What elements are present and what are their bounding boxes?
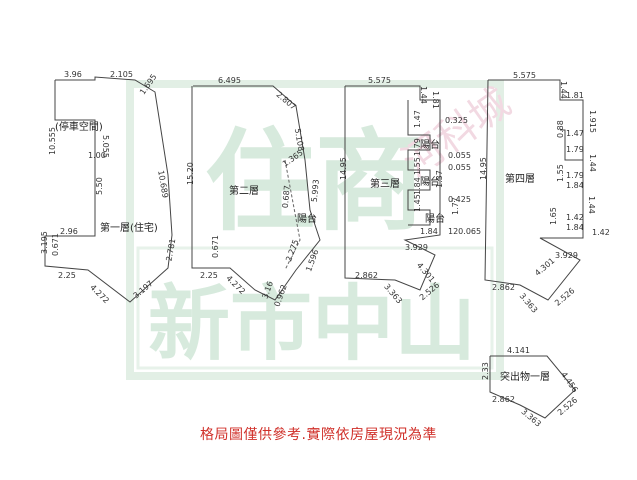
f1-dim: 3.96 <box>64 70 82 79</box>
f3-dim: 1.44 <box>419 86 428 104</box>
f3-dim: 0.055 <box>448 151 471 160</box>
roof-dim: 2.526 <box>556 395 579 417</box>
f2-dim: 0.687 <box>281 185 292 209</box>
f2-dim: 6.495 <box>218 76 241 85</box>
roof-dim: 2.33 <box>481 362 490 380</box>
f4-dim: 0.88 <box>556 120 565 138</box>
floor-2-balcony-line <box>284 159 301 271</box>
f3-dim: 0.425 <box>448 195 471 204</box>
f3-dim: 5.575 <box>368 76 391 85</box>
f4-dim: 5.575 <box>513 71 536 80</box>
f4-dim: 4.301 <box>533 256 556 278</box>
f3-dim: 120.065 <box>448 227 481 236</box>
floor-3-balcony: 陽台 <box>425 212 445 225</box>
f4-dim: 2.862 <box>492 283 515 292</box>
floor-1-name: 第一層(住宅) <box>100 221 158 234</box>
f4-dim: 1.915 <box>588 110 597 133</box>
f2-dim: 15.20 <box>186 162 195 185</box>
f3-dim: 1.37 <box>435 170 444 188</box>
f4-dim: 14.95 <box>479 157 488 180</box>
f4-dim: 1.55 <box>556 164 565 182</box>
floor-3-balcony: 陽台 <box>420 175 440 188</box>
watermark-inner-frame <box>136 246 494 370</box>
roof-outline <box>489 355 576 419</box>
f2-dim: 5.993 <box>310 179 321 203</box>
f1-dim: 2.96 <box>60 227 78 236</box>
f4-dim: 1.44 <box>588 154 597 172</box>
f4-dim: 3.363 <box>518 291 540 314</box>
f3-dim: 1.45 <box>413 194 422 212</box>
f3-dim: 14.95 <box>339 157 348 180</box>
floor-2-name: 第二層 <box>229 184 259 197</box>
floor-4-outline <box>484 79 584 301</box>
f2-dim: 2.25 <box>200 271 218 280</box>
f4-dim: 1.42 <box>566 213 584 222</box>
f1-dim: 5.055 <box>101 135 110 158</box>
f2-dim: 0.671 <box>211 235 220 258</box>
f2-dim: 5.108 <box>293 128 306 152</box>
f3-dim: 2.862 <box>355 271 378 280</box>
floor-4-steps <box>560 129 583 161</box>
watermark-frame <box>126 80 504 380</box>
floor-3-balconies <box>407 100 431 226</box>
f1-dim: 4.272 <box>88 283 111 306</box>
f3-dim: 0.325 <box>445 116 468 125</box>
f3-dim: 1.77 <box>451 197 460 215</box>
f4-dim: 1.79 <box>566 171 584 180</box>
f3-dim: 1.47 <box>413 110 422 128</box>
f4-dim: 1.44 <box>559 81 568 99</box>
roof-name: 突出物一層 <box>500 370 550 383</box>
f1-dim: 1.00 <box>88 151 106 160</box>
f3-dim: 0.055 <box>448 163 471 172</box>
f1-dim: 5.50 <box>95 177 104 195</box>
f1-dim: 2.105 <box>110 70 133 79</box>
floor-2-balcony: 陽台 <box>297 212 317 225</box>
f4-dim: 1.84 <box>566 181 584 190</box>
floor-1-outline <box>44 76 173 303</box>
f1-dim: 2.25 <box>58 271 76 280</box>
f3-dim: 1.84 <box>413 177 422 195</box>
floor-3-outline <box>344 85 441 291</box>
floor-1-plan: (停車空間) 第一層(住宅) 3.96 2.105 1.695 10.555 5… <box>40 70 177 305</box>
f1-dim: 3.195 <box>40 231 49 254</box>
f4-dim: 1.81 <box>566 91 584 100</box>
f1-dim: 0.671 <box>51 233 60 256</box>
floor-3-name: 第三層 <box>370 177 400 190</box>
floor-4-name: 第四層 <box>505 172 535 185</box>
f2-dim: 2.807 <box>274 90 297 112</box>
f4-dim: 1.47 <box>566 129 584 138</box>
f3-dim: 1.84 <box>420 227 438 236</box>
roof-dim: 2.862 <box>492 395 515 404</box>
f1-dim: 10.555 <box>48 127 57 155</box>
roof-dim: 4.456 <box>559 370 580 394</box>
f4-dim: 1.84 <box>566 223 584 232</box>
f3-dim: 3.929 <box>405 243 428 252</box>
floor-1-parking-label: (停車空間) <box>55 120 103 133</box>
f4-dim: 1.44 <box>587 196 596 214</box>
floor-2-outline <box>191 85 321 301</box>
floor-3-balcony: 陽台 <box>420 138 440 151</box>
roof-plan: 突出物一層 4.141 2.33 4.456 2.862 3.363 2.526 <box>481 346 580 429</box>
f3-dim: 1.79 <box>413 138 422 156</box>
disclaimer-note: 格局圖僅供參考.實際依房屋現況為準 <box>200 427 437 443</box>
roof-dim: 4.141 <box>507 346 530 355</box>
f1-dim: 2.781 <box>165 238 178 262</box>
f4-dim: 3.929 <box>555 251 578 260</box>
f4-dim: 1.42 <box>592 228 610 237</box>
f3-dim: 1.81 <box>431 91 440 109</box>
f2-dim: 1.596 <box>304 248 320 273</box>
f4-dim: 1.79 <box>566 145 584 154</box>
f4-dim: 1.65 <box>549 207 558 225</box>
floor-1-parking-wall <box>54 80 95 121</box>
watermark-line2: 新市中山 <box>148 277 476 372</box>
f3-dim: 1.55 <box>413 157 422 175</box>
